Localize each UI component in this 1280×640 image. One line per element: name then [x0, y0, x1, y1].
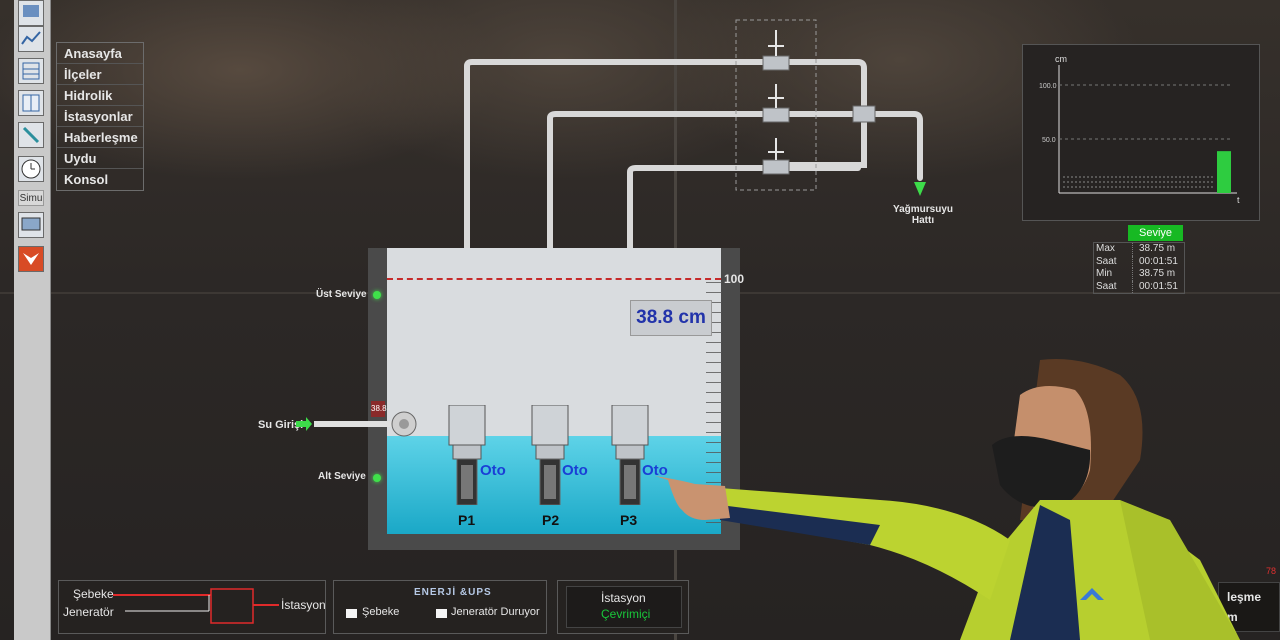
level-scale [706, 282, 722, 532]
level-display: 38.8 cm [630, 300, 712, 336]
scale-max-label: 100 [724, 272, 745, 286]
menu-item-haberlesme[interactable]: Haberleşme [57, 127, 143, 148]
outlet-label-line1: Yağmursuyu [893, 204, 954, 215]
icon-toolbar: Simu [14, 0, 51, 640]
pump-p2-label: P2 [542, 512, 560, 528]
stats-value: 38.75 m [1132, 268, 1184, 281]
menu-item-konsol[interactable]: Konsol [64, 172, 109, 187]
stats-row: Saat 00:01:51 [1094, 280, 1184, 293]
right-partial-label-1: leşme [1227, 590, 1262, 604]
pump-p1-label: P1 [458, 512, 476, 528]
power-source-panel: Şebeke Jeneratör İstasyon [58, 580, 326, 634]
logo-icon[interactable] [18, 246, 44, 272]
stats-value: 38.75 m [1132, 243, 1184, 256]
station-status: Çevrimiçi [601, 607, 651, 621]
menu-item-hidrolik[interactable]: Hidrolik [57, 85, 143, 106]
inlet-label: Su Girişi [258, 419, 304, 431]
menu-item-ilceler[interactable]: İlçeler [57, 64, 143, 85]
energy-ups-panel: ENERJİ &UPS Şebeke Jeneratör Duruyor [333, 580, 547, 634]
chart-ytick-100: 100.0 [1039, 83, 1057, 90]
energy-sebeke-label: Şebeke [362, 606, 400, 618]
chart-ylabel: cm [1055, 54, 1067, 64]
chart-bar [1217, 151, 1231, 193]
clock-icon[interactable] [18, 156, 44, 182]
sebeke-label: Şebeke [73, 587, 114, 601]
outlet-label-line2: Hattı [911, 215, 935, 226]
right-partial-label-2: m [1227, 610, 1238, 624]
pump-p2[interactable] [530, 404, 570, 506]
outlet-label: Yağmursuyu Hattı [893, 204, 953, 226]
pump-p3-label: P3 [620, 512, 638, 528]
chart-ytick-50: 50.0 [1042, 137, 1056, 144]
inlet-pipe [296, 411, 417, 437]
overview-icon[interactable] [18, 0, 44, 26]
stats-key: Min [1096, 268, 1113, 279]
right-panel: leşme m [1218, 582, 1280, 632]
seviye-badge: Seviye [1128, 225, 1183, 241]
stats-value: 00:01:51 [1132, 255, 1184, 268]
outlet-arrow-icon [914, 182, 926, 196]
station-status-box: İstasyon Çevrimiçi [566, 586, 682, 628]
jenerator-status-indicator [436, 609, 447, 618]
pump-p1-mode: Oto [480, 462, 506, 479]
pump-p2-mode: Oto [562, 462, 588, 479]
overflow-line [387, 278, 721, 280]
inlet-arrow-icon [296, 417, 312, 431]
pump-p1[interactable] [447, 404, 487, 506]
main-menu: Anasayfa İlçeler Hidrolik İstasyonlar Ha… [56, 42, 144, 191]
table-icon[interactable] [18, 90, 44, 116]
stats-key: Saat [1096, 280, 1117, 292]
stats-key: Saat [1096, 255, 1117, 267]
level-stats: Max 38.75 m Saat 00:01:51 Min 38.75 m Saat 0… [1093, 242, 1185, 294]
corner-number: 78 [1266, 566, 1277, 576]
stats-key: Max [1096, 243, 1115, 254]
grid-icon[interactable] [18, 58, 44, 84]
energy-jenerator-label: Jeneratör Duruyor [451, 606, 540, 618]
stats-row: Saat 00:01:51 [1094, 255, 1184, 268]
sebeke-status-indicator [346, 609, 357, 618]
stats-value: 00:01:51 [1132, 280, 1184, 293]
stats-row: Max 38.75 m [1094, 243, 1184, 256]
jenerator-label: Jeneratör [63, 605, 114, 619]
inlet-value: 38.8 [371, 401, 387, 417]
trend-icon[interactable] [18, 26, 44, 52]
tools-icon[interactable] [18, 122, 44, 148]
menu-item-anasayfa[interactable]: Anasayfa [57, 43, 143, 64]
level-chart: cm 100.0 50.0 t [1022, 44, 1260, 221]
pump-p3-mode: Oto [642, 462, 668, 479]
bottom-level-label: Alt Seviye [318, 471, 366, 482]
bottom-level-indicator [373, 474, 381, 482]
stats-row: Min 38.75 m [1094, 268, 1184, 281]
station-title: İstasyon [601, 591, 646, 605]
simu-button[interactable]: Simu [18, 190, 44, 206]
pump-p3[interactable] [610, 404, 650, 506]
energy-title: ENERJİ &UPS [414, 587, 492, 598]
chart-xlabel: t [1237, 195, 1240, 205]
monitor-icon[interactable] [18, 212, 44, 238]
istasyon-label: İstasyon [281, 598, 326, 612]
top-level-label: Üst Seviye [316, 289, 367, 300]
menu-item-uydu[interactable]: Uydu [57, 148, 143, 169]
station-status-panel: İstasyon Çevrimiçi [557, 580, 689, 634]
top-level-indicator [373, 291, 381, 299]
menu-item-istasyonlar[interactable]: İstasyonlar [57, 106, 143, 127]
